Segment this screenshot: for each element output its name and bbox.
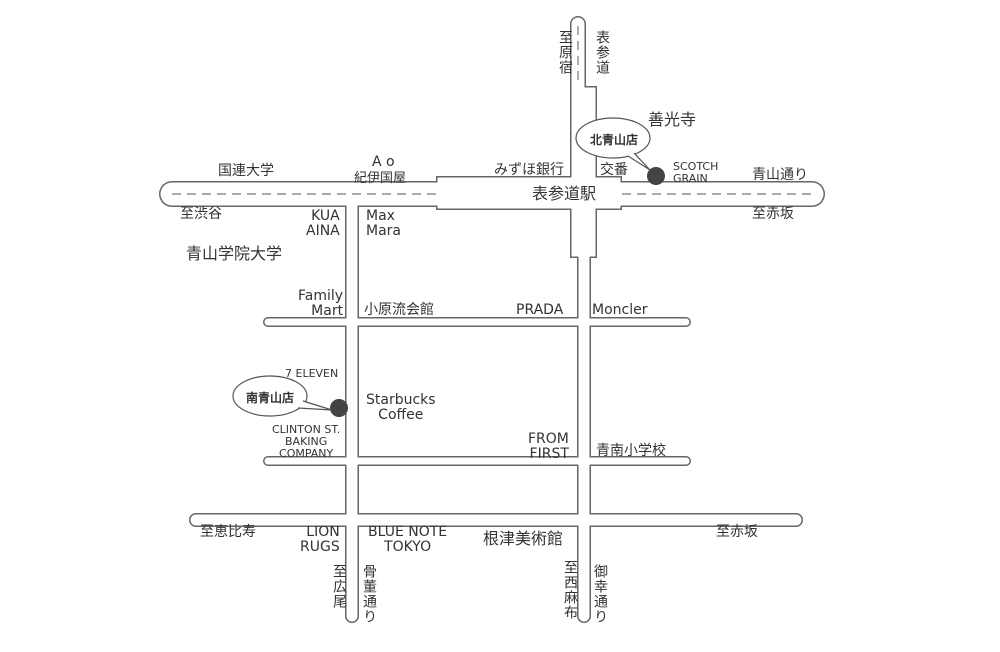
- landmark-prada: PRADA: [516, 302, 564, 318]
- station-label: 表参道駅: [532, 184, 597, 203]
- direction-akasaka-top: 至赤坂: [752, 206, 794, 222]
- landmark-moncler: Moncler: [592, 302, 648, 318]
- landmark-un-university: 国連大学: [218, 163, 274, 179]
- landmark-koban: 交番: [600, 162, 628, 178]
- landmark-ao: A o: [372, 154, 395, 170]
- landmark-blue-note: BLUE NOTE TOKYO: [368, 524, 448, 555]
- landmark-starbucks: Starbucks Coffee: [366, 392, 436, 423]
- landmark-lion-rugs: LION RUGS: [300, 524, 340, 555]
- landmark-nezu-museum: 根津美術館: [483, 529, 564, 548]
- store-marker-minami[interactable]: [330, 399, 348, 417]
- landmark-seven-eleven: 7 ELEVEN: [285, 367, 339, 380]
- road-label-omotesando: 表参道: [594, 30, 610, 75]
- subway-lines: [172, 26, 812, 195]
- road-label-kotto-dori: 骨董通り: [361, 564, 377, 624]
- direction-ebisu: 至恵比寿: [200, 524, 256, 540]
- landmark-zenkoji: 善光寺: [648, 110, 697, 129]
- landmark-kinokuniya: 紀伊国屋: [354, 171, 407, 186]
- direction-shibuya: 至渋谷: [180, 206, 222, 222]
- landmark-aoyama-gakuin: 青山学院大学: [186, 244, 283, 263]
- landmark-clinton-bakery: CLINTON ST. BAKING COMPANY: [272, 423, 341, 460]
- landmark-ohara: 小原流会館: [364, 302, 434, 318]
- store-marker-kita[interactable]: [647, 167, 665, 185]
- road-label-aoyama-dori: 青山通り: [752, 167, 808, 183]
- store-label-minami[interactable]: 南青山店: [246, 391, 295, 405]
- landmark-kua-aina: KUA AINA: [306, 208, 340, 239]
- direction-nishiazabu: 至西麻布: [562, 560, 578, 620]
- direction-akasaka-bottom: 至赤坂: [716, 524, 758, 540]
- landmark-max-mara: Max Mara: [366, 208, 401, 239]
- road-label-miyuki-dori: 御幸通り: [592, 564, 608, 624]
- landmark-from-first: FROM FIRST: [528, 431, 569, 462]
- direction-hiroo: 至広尾: [331, 564, 347, 609]
- landmark-family-mart: Family Mart: [298, 288, 344, 319]
- store-bubble-minami[interactable]: [232, 375, 333, 417]
- store-label-kita[interactable]: 北青山店: [590, 133, 639, 147]
- landmark-mizuho: みずほ銀行: [494, 162, 564, 178]
- direction-harajuku: 至原宿: [557, 30, 573, 75]
- landmark-seinan-school: 青南小学校: [596, 443, 666, 459]
- landmark-scotch-grain: SCOTCH GRAIN: [673, 160, 719, 185]
- store-bubble-kita[interactable]: [575, 117, 651, 171]
